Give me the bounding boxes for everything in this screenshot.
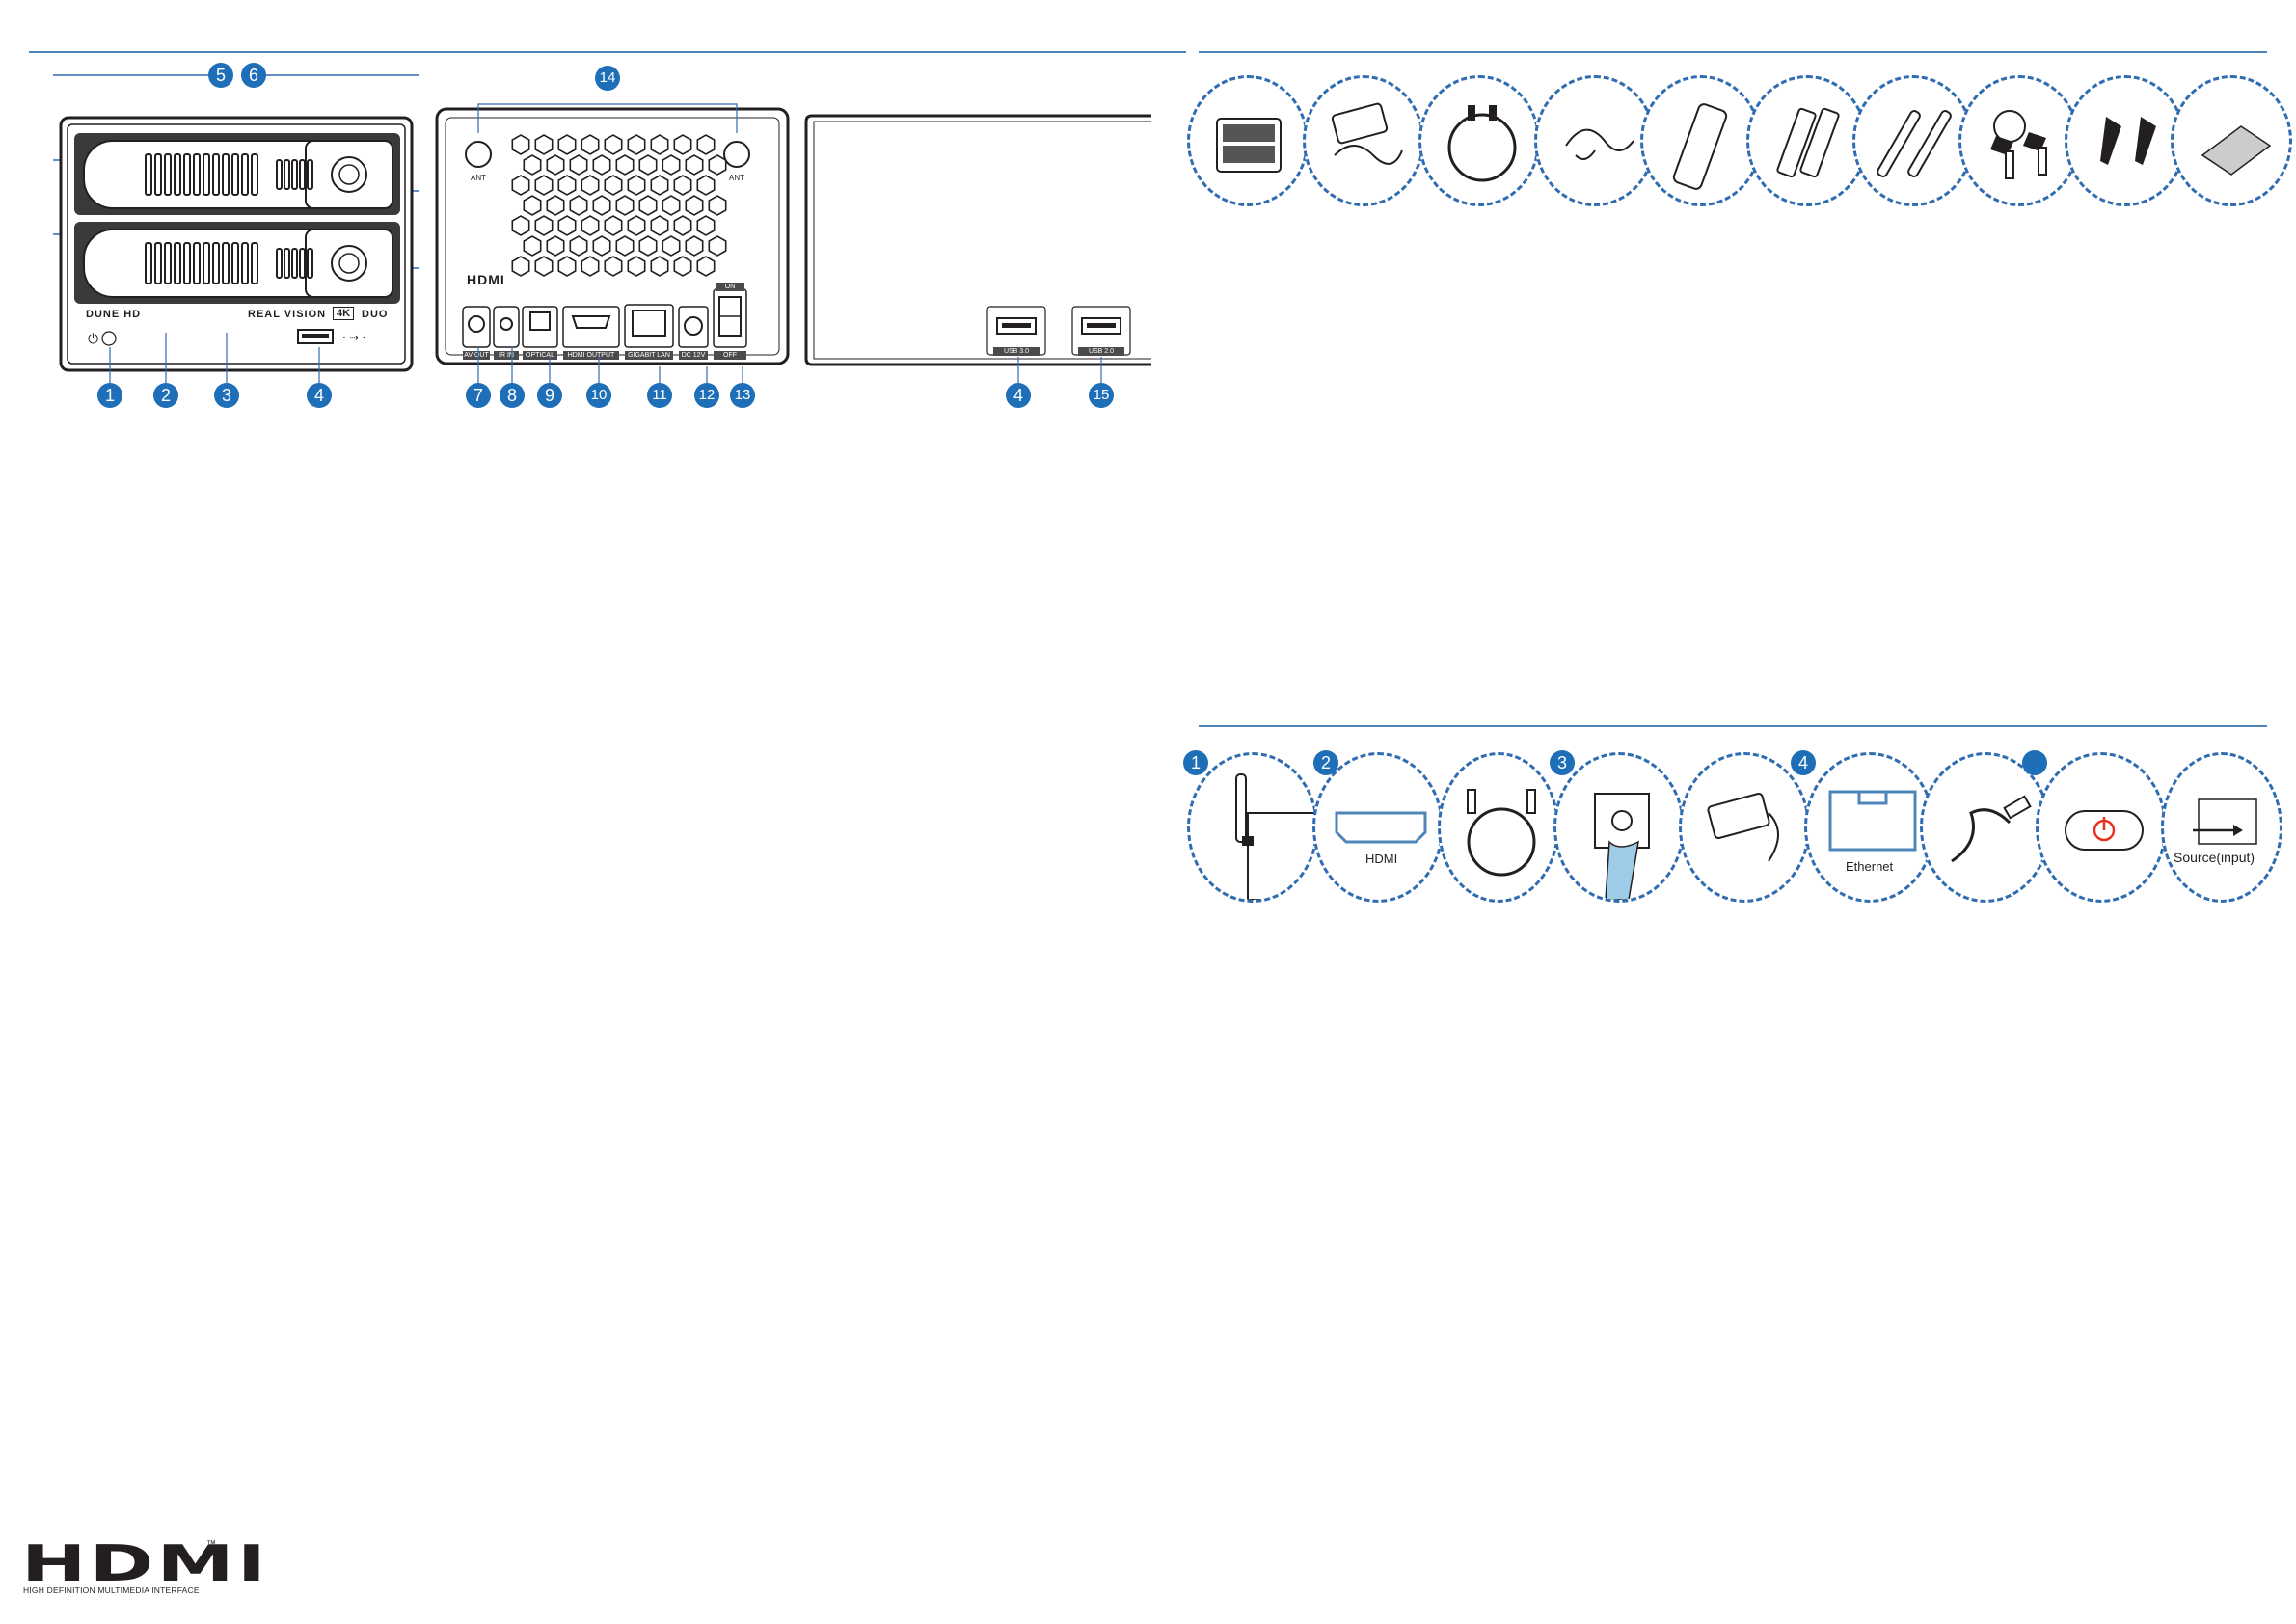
source-input-label: Source(input) (2174, 850, 2255, 865)
setup-badge-3: 3 (1550, 750, 1575, 775)
setup-step-source-input: Source(input) (2161, 752, 2282, 903)
rear-panel-diagram: ANT ANT HDMI ON AV OUT IR IN OPTICAL HDM… (434, 106, 791, 366)
front-panel-diagram: ⏻ ⋅ ⇝ ⋅ DUNE HD REAL VISION 4K DUO (49, 66, 420, 393)
package-item-player (1187, 75, 1309, 206)
package-item-av-cable (1534, 75, 1656, 206)
setup-step-antenna (1187, 752, 1318, 903)
callout-10: 10 (586, 383, 611, 408)
callout-3: 3 (214, 383, 239, 408)
port-label-usb2: USB 2.0 (1078, 347, 1124, 356)
ant-left-label: ANT (471, 174, 486, 182)
hdmi-port-label: HDMI (1365, 852, 1398, 866)
divider-top-left (29, 51, 1186, 53)
ethernet-port-label: Ethernet (1846, 859, 1894, 874)
ant-right-label: ANT (729, 174, 744, 182)
callout-5: 5 (208, 63, 233, 88)
package-item-manual (2171, 75, 2292, 206)
callout-1: 1 (97, 383, 122, 408)
on-label: ON (716, 283, 744, 291)
hdmi-trademark: ™ (206, 1539, 216, 1550)
setup-step-ethernet: Ethernet (1804, 752, 1935, 903)
package-item-hdmi-cable (1418, 75, 1540, 206)
port-label-gigabit-lan: GIGABIT LAN (625, 351, 673, 360)
callout-7: 7 (466, 383, 491, 408)
callout-4-front: 4 (307, 383, 332, 408)
setup-badge-2: 2 (1313, 750, 1338, 775)
port-label-usb3: USB 3.0 (993, 347, 1040, 356)
footer-hdmi-logo: HDMI ™ HIGH DEFINITION MULTIMEDIA INTERF… (21, 1539, 266, 1597)
front-model-suffix: DUO (362, 309, 389, 320)
setup-step-hdmi-cable (1438, 752, 1559, 903)
hdmi-wordmark: HDMI (21, 1535, 269, 1593)
side-panel-diagram: USB 3.0 USB 2.0 (804, 114, 1151, 366)
package-item-remote-control (1640, 75, 1762, 206)
setup-badge-4: 4 (1791, 750, 1816, 775)
rear-hdmi-logo: HDMI (467, 272, 505, 287)
package-item-power-adapter (1303, 75, 1424, 206)
port-label-ir-in: IR IN (494, 351, 519, 360)
callout-11: 11 (647, 383, 672, 408)
callout-4-side: 4 (1006, 383, 1031, 408)
front-callout-lines (109, 333, 320, 383)
callout-15: 15 (1089, 383, 1114, 408)
package-item-batteries (1746, 75, 1868, 206)
svg-text:⋅ ⇝ ⋅: ⋅ ⇝ ⋅ (342, 331, 365, 344)
svg-text:⏻: ⏻ (88, 332, 98, 347)
rear-panel-drawing (435, 107, 790, 365)
divider-middle-right (1199, 725, 2267, 727)
callout-12: 12 (694, 383, 719, 408)
callout-2: 2 (153, 383, 178, 408)
setup-step-ethernet-cable (1920, 752, 2051, 903)
front-brand-label: DUNE HD (86, 309, 142, 320)
port-label-dc-12v: DC 12V (679, 351, 708, 360)
setup-badge-5 (2022, 750, 2047, 775)
setup-badge-1: 1 (1183, 750, 1208, 775)
package-item-keys (1958, 75, 2080, 206)
port-label-off: OFF (714, 351, 746, 360)
front-panel-drawing: ⏻ ⋅ ⇝ ⋅ (49, 74, 420, 372)
callout-14: 14 (595, 66, 620, 91)
setup-step-power-adapter (1679, 752, 1810, 903)
rear-callout-lines (477, 103, 743, 384)
callout-8: 8 (500, 383, 525, 408)
front-model-4k: 4K (333, 307, 355, 320)
setup-step-power-button (2036, 752, 2167, 903)
side-panel-drawing (804, 114, 1151, 366)
port-label-hdmi-output: HDMI OUTPUT (563, 351, 619, 360)
package-item-screwdrivers (2065, 75, 2186, 206)
port-label-av-out: AV OUT (463, 351, 490, 360)
callout-9: 9 (537, 383, 562, 408)
package-item-antennas (1852, 75, 1974, 206)
callout-6: 6 (241, 63, 266, 88)
front-model-prefix: REAL VISION (248, 309, 327, 320)
port-label-optical: OPTICAL (523, 351, 557, 360)
setup-step-power-socket (1553, 752, 1685, 903)
callout-13: 13 (730, 383, 755, 408)
hdmi-tagline: HIGH DEFINITION MULTIMEDIA INTERFACE (23, 1585, 200, 1595)
side-callout-lines (1017, 357, 1102, 383)
divider-top-right (1199, 51, 2267, 53)
setup-step-hdmi: HDMI (1312, 752, 1444, 903)
